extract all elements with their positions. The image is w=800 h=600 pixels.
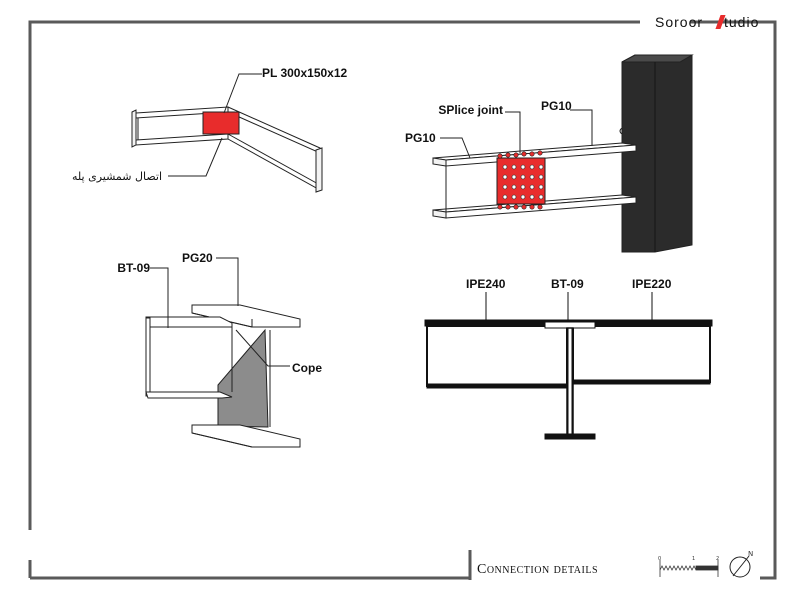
plate-label: PL 300x150x12 [262,66,348,80]
box-column [621,54,693,253]
brand-slash [715,15,726,29]
scale-tick-2: 2 [716,556,719,562]
detail-plate-joint [131,73,323,193]
north-label: N [748,550,753,558]
sheet-title: Connection details [477,562,598,577]
brand-part2: tudio [724,14,759,30]
svg-text:Soroor: Soroor [655,14,703,30]
primary-web-shade [217,328,269,428]
splice-joint-label: SPlice joint [438,103,503,117]
plate-joint-caption: اتصال شمشیری پله [72,170,162,183]
scale-bar [659,560,719,577]
connection-plate [202,111,240,135]
section-label-bt09: BT-09 [551,277,584,291]
splice-bolts [497,150,544,210]
scale-tick-1: 1 [692,556,695,562]
detail-splice-joint [432,54,694,253]
sheet-frame [28,20,777,580]
north-arrow-icon [729,555,751,578]
beam-label-pg10-right: PG10 [541,99,572,113]
detail-cope-iso [145,257,301,448]
detail-section [424,292,713,440]
primary-beam-label: PG20 [182,251,213,265]
beam-label-pg10-left: PG10 [405,131,436,145]
secondary-beam-label: BT-09 [117,261,150,275]
brand-part1: Soroor [655,14,703,30]
section-label-ipe220: IPE220 [632,277,672,291]
svg-text:tudio: tudio [724,14,759,30]
section-label-ipe240: IPE240 [466,277,506,291]
brand-logo: Soroor tudio [655,14,759,30]
cope-label: Cope [292,361,322,375]
scale-tick-0: 0 [658,556,661,562]
